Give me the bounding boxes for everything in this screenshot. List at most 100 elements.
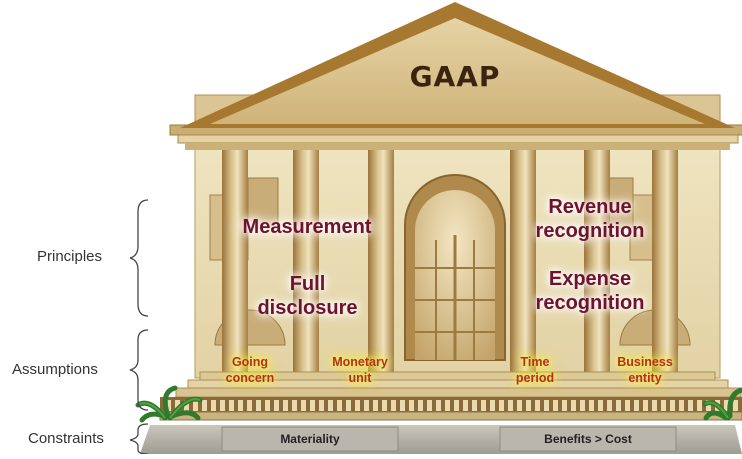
baluster	[418, 400, 423, 411]
balustrade	[166, 400, 738, 411]
baluster	[229, 400, 234, 411]
constraint-materiality: Materiality	[280, 432, 340, 446]
assumptions-label: Assumptions	[12, 361, 98, 378]
baluster	[265, 400, 270, 411]
baluster	[625, 400, 630, 411]
baluster	[688, 400, 693, 411]
principle-revenue-recognition: Revenue recognition	[535, 196, 645, 242]
baluster	[499, 400, 504, 411]
baluster	[391, 400, 396, 411]
baluster	[526, 400, 531, 411]
baluster	[274, 400, 279, 411]
baluster	[571, 400, 576, 411]
principles-label: Principles	[37, 248, 103, 265]
column-5	[584, 150, 610, 372]
baluster	[643, 400, 648, 411]
palm-plant-right	[702, 387, 742, 421]
baluster	[490, 400, 495, 411]
baluster	[481, 400, 486, 411]
baluster	[697, 400, 702, 411]
principle-measurement: Measurement	[242, 216, 372, 238]
braces	[129, 199, 149, 455]
baluster	[544, 400, 549, 411]
assumptions-brace	[129, 329, 149, 411]
baluster	[670, 400, 675, 411]
principle-full-disclosure: Full disclosure	[257, 273, 358, 319]
baluster	[202, 400, 207, 411]
baluster	[508, 400, 513, 411]
baluster	[616, 400, 621, 411]
baluster	[184, 400, 189, 411]
constraints-label: Constraints	[28, 430, 104, 447]
assumption-time-period: Time period	[515, 355, 555, 385]
baluster	[355, 400, 360, 411]
baluster	[517, 400, 522, 411]
column-1	[222, 150, 248, 372]
baluster	[733, 400, 738, 411]
baluster	[724, 400, 729, 411]
baluster	[535, 400, 540, 411]
assumption-business-entity: Business entity	[617, 355, 673, 385]
baluster	[256, 400, 261, 411]
column-3	[368, 150, 394, 372]
constraint-benefits-cost: Benefits > Cost	[544, 432, 632, 446]
steps	[159, 371, 742, 421]
baluster	[634, 400, 639, 411]
baluster	[679, 400, 684, 411]
baluster	[292, 400, 297, 411]
column-6	[652, 150, 678, 372]
baluster	[607, 400, 612, 411]
materiality-block	[221, 426, 399, 452]
palm-plant-left	[135, 385, 203, 423]
balustrade-rail	[159, 411, 742, 421]
baluster	[436, 400, 441, 411]
pediment	[180, 2, 735, 128]
baluster	[373, 400, 378, 411]
assumption-going-concern: Going concern	[225, 355, 275, 385]
baluster	[193, 400, 198, 411]
step-3	[175, 387, 742, 398]
baluster	[661, 400, 666, 411]
baluster	[328, 400, 333, 411]
baluster	[427, 400, 432, 411]
baluster	[553, 400, 558, 411]
baluster	[562, 400, 567, 411]
cornice-bottom	[185, 143, 730, 150]
baluster	[175, 400, 180, 411]
columns	[222, 150, 678, 372]
baluster	[382, 400, 387, 411]
baluster	[319, 400, 324, 411]
baluster	[247, 400, 252, 411]
foundation	[140, 425, 742, 454]
baluster	[409, 400, 414, 411]
baluster	[598, 400, 603, 411]
baluster	[463, 400, 468, 411]
principles-brace	[129, 199, 149, 317]
baluster	[166, 400, 171, 411]
baluster	[454, 400, 459, 411]
baluster	[652, 400, 657, 411]
constraints-brace	[129, 423, 149, 455]
baluster	[310, 400, 315, 411]
baluster	[445, 400, 450, 411]
building-title: GAAP	[409, 60, 501, 93]
baluster	[283, 400, 288, 411]
baluster	[706, 400, 711, 411]
baluster	[364, 400, 369, 411]
benefits-cost-block	[499, 426, 677, 452]
baluster	[220, 400, 225, 411]
baluster	[400, 400, 405, 411]
baluster	[301, 400, 306, 411]
central-door	[404, 174, 506, 361]
roof-inner	[210, 18, 705, 124]
baluster	[238, 400, 243, 411]
baluster	[346, 400, 351, 411]
baluster	[589, 400, 594, 411]
baluster	[337, 400, 342, 411]
principle-expense-recognition: Expense recognition	[535, 268, 645, 314]
cornice-mid	[177, 134, 739, 144]
assumption-monetary-unit: Monetary unit	[332, 355, 388, 385]
baluster	[580, 400, 585, 411]
